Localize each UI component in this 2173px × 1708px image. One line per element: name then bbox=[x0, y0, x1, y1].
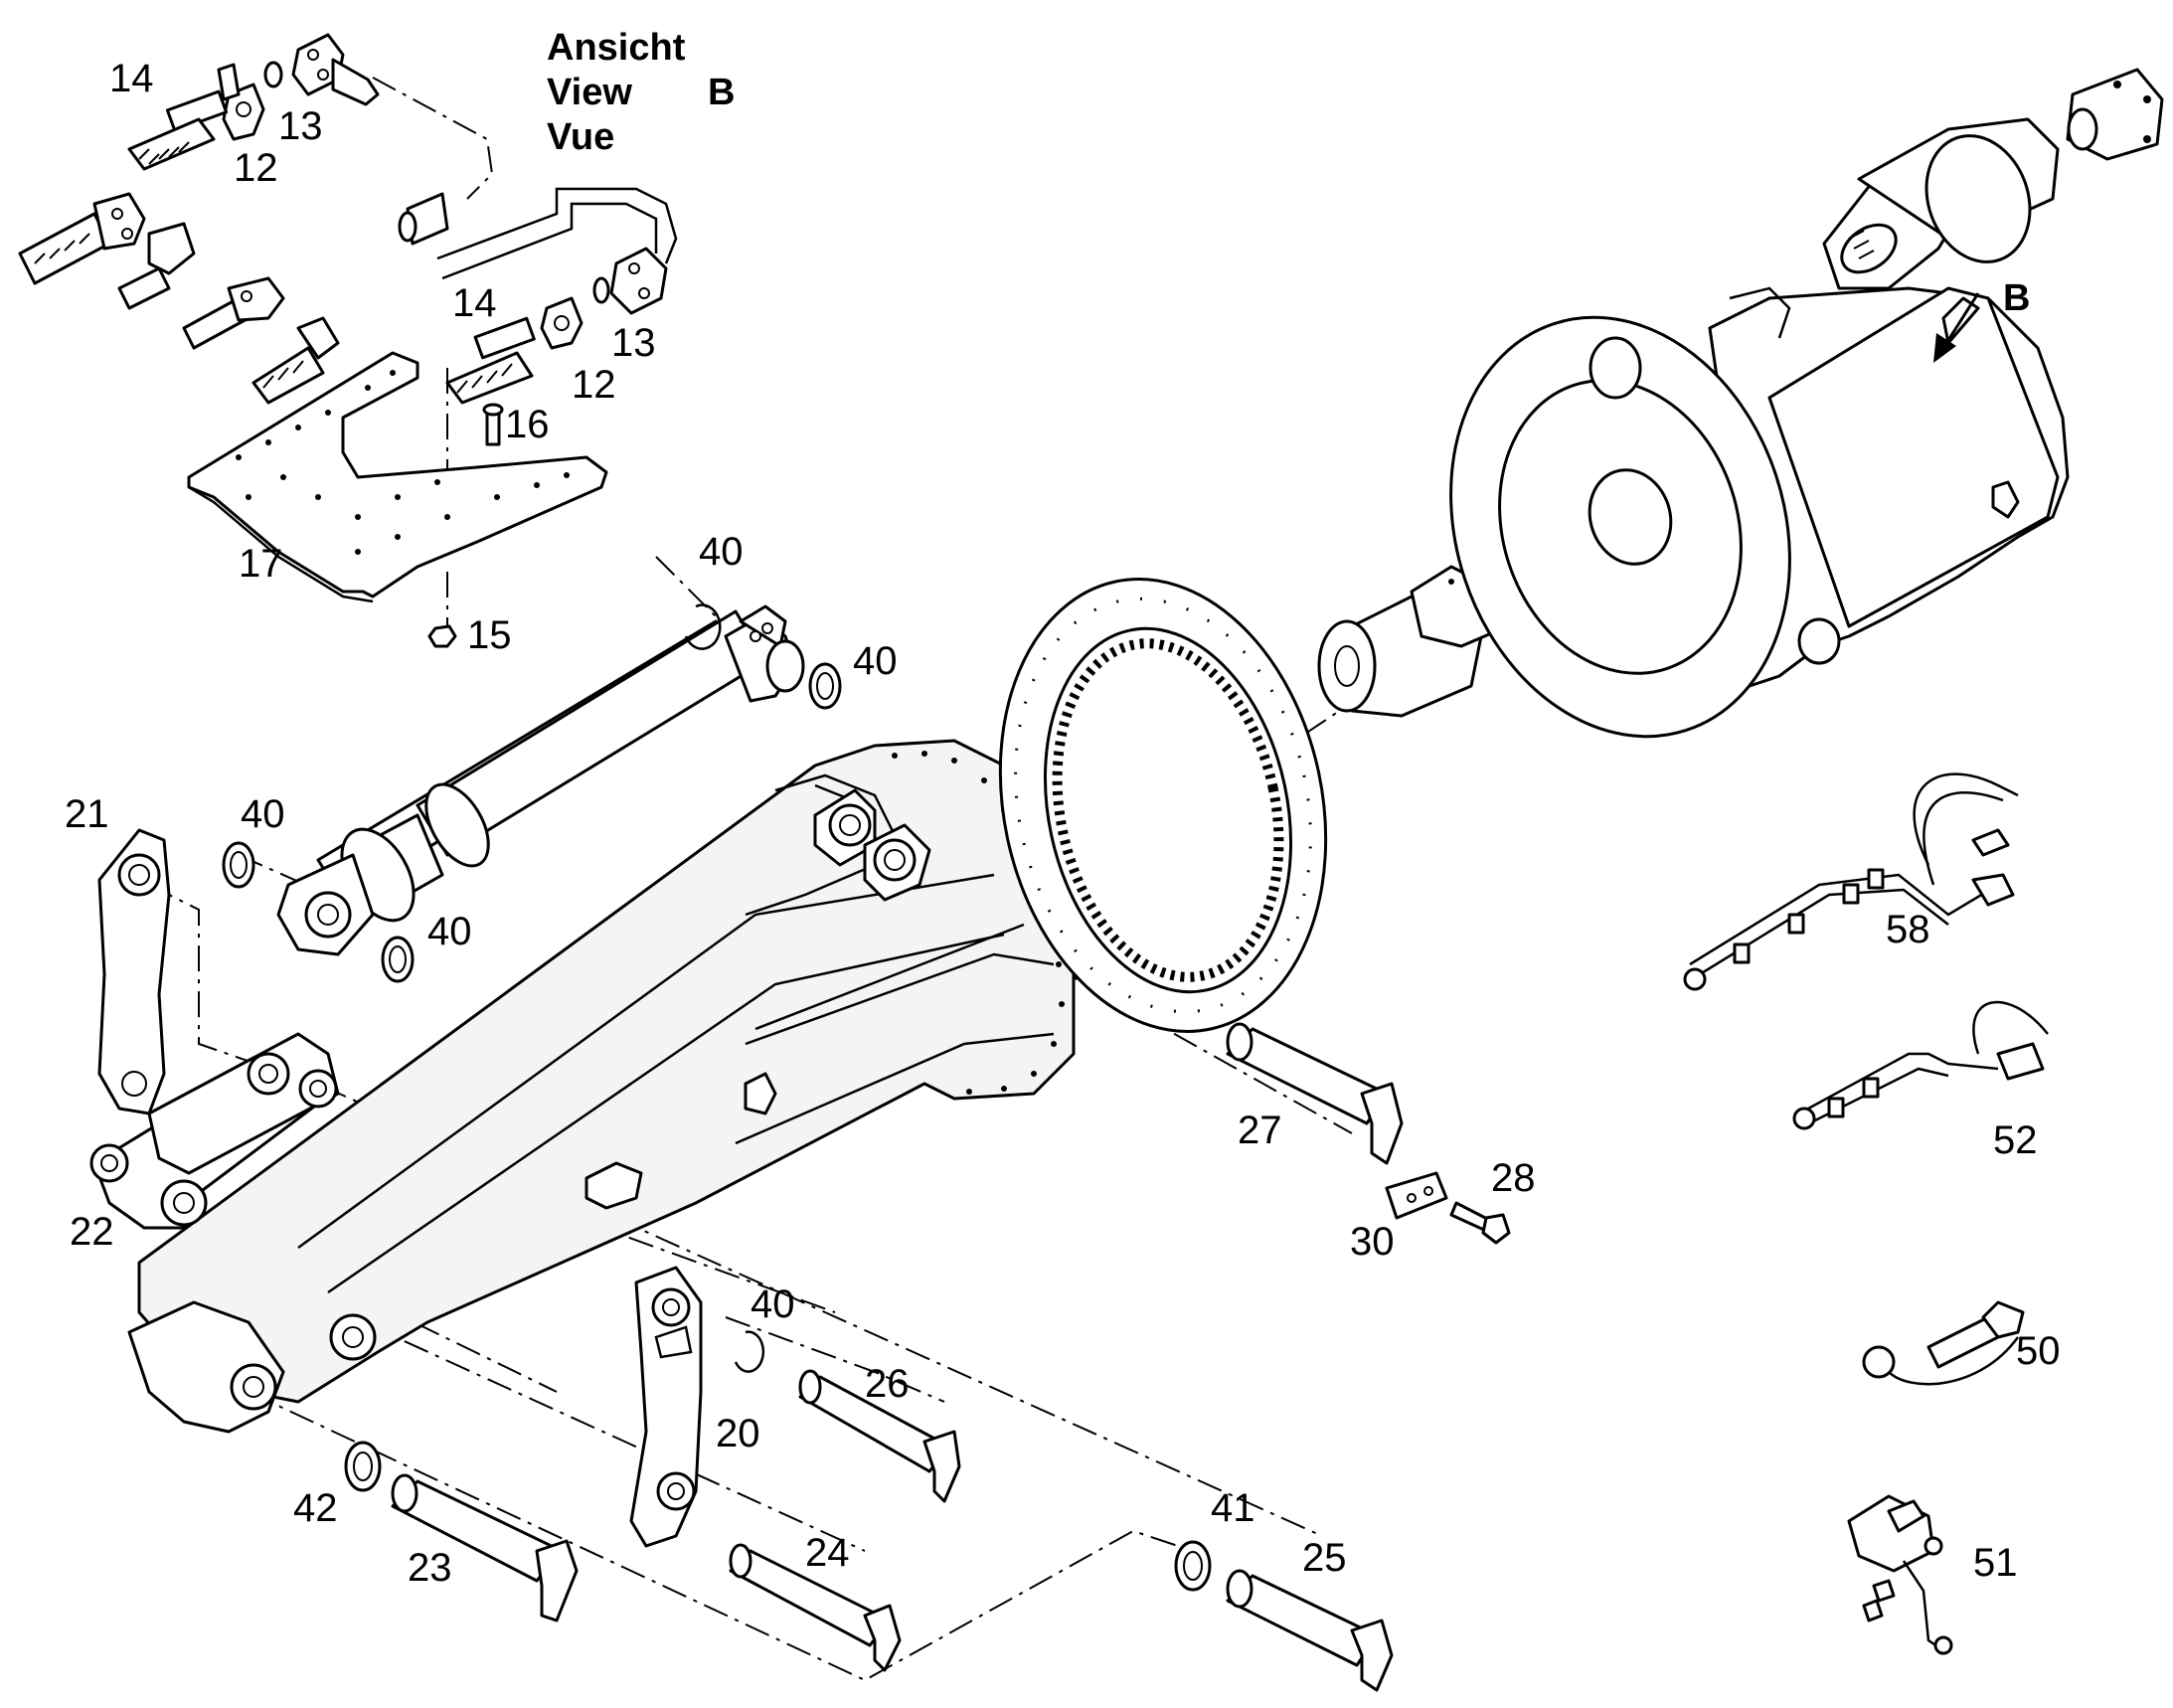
pins bbox=[391, 1022, 1511, 1692]
part-label-30: 30 bbox=[1350, 1220, 1395, 1264]
part-label-14a: 14 bbox=[109, 57, 154, 100]
circlip-40a bbox=[684, 603, 722, 650]
part-label-20: 20 bbox=[716, 1412, 760, 1455]
view-caption-line2: View bbox=[547, 72, 632, 113]
part-label-40d: 40 bbox=[427, 910, 472, 953]
part-label-52: 52 bbox=[1993, 1118, 2038, 1162]
part-label-58: 58 bbox=[1886, 908, 1930, 951]
view-caption-line1: Ansicht bbox=[547, 27, 686, 69]
part-label-40a: 40 bbox=[699, 530, 744, 574]
part-label-23: 23 bbox=[408, 1546, 452, 1590]
part-label-12b: 12 bbox=[572, 363, 616, 407]
housing bbox=[1449, 286, 2070, 739]
part-label-22: 22 bbox=[70, 1210, 114, 1254]
part-label-42: 42 bbox=[293, 1486, 338, 1530]
link-21 bbox=[97, 828, 171, 1115]
link-20 bbox=[629, 1266, 703, 1548]
view-caption-line3: Vue bbox=[547, 116, 614, 158]
harness-58 bbox=[1683, 772, 2019, 991]
link-22 bbox=[89, 1032, 340, 1230]
part-label-17: 17 bbox=[239, 542, 283, 586]
part-label-40c: 40 bbox=[241, 792, 285, 836]
part-label-25: 25 bbox=[1302, 1536, 1347, 1580]
part-number-callouts: 14 13 12 14 13 12 16 17 15 40 40 40 40 2… bbox=[65, 57, 2061, 1590]
part-label-16: 16 bbox=[505, 403, 550, 446]
part-label-21: 21 bbox=[65, 792, 109, 836]
harness-52 bbox=[1792, 1000, 2049, 1130]
part-label-41: 41 bbox=[1211, 1486, 1255, 1530]
connector-50 bbox=[1862, 1300, 2025, 1386]
part-label-12a: 12 bbox=[234, 146, 278, 190]
view-b-hose-fittings bbox=[18, 33, 678, 405]
slewing-ring bbox=[998, 578, 1328, 1033]
part-label-15: 15 bbox=[467, 613, 512, 657]
hydraulic-cylinder bbox=[276, 604, 805, 956]
mounting-plate-17 bbox=[187, 351, 608, 648]
view-arrow-label: B bbox=[2003, 277, 2030, 319]
switch-51 bbox=[1847, 1494, 1953, 1655]
gear-motor bbox=[1317, 565, 1498, 718]
seal-rings bbox=[222, 603, 1212, 1592]
part-label-51: 51 bbox=[1973, 1541, 2018, 1585]
part-label-40e: 40 bbox=[751, 1282, 795, 1326]
part-label-24: 24 bbox=[805, 1531, 850, 1575]
part-label-14b: 14 bbox=[452, 281, 497, 325]
view-b-arrow bbox=[1933, 292, 1980, 363]
view-caption-letter: B bbox=[708, 72, 735, 113]
main-boom-arm bbox=[127, 739, 1076, 1434]
part-label-28: 28 bbox=[1491, 1156, 1536, 1200]
part-label-27: 27 bbox=[1238, 1109, 1282, 1152]
part-label-50: 50 bbox=[2016, 1329, 2061, 1373]
part-label-13a: 13 bbox=[278, 104, 323, 148]
part-label-26: 26 bbox=[865, 1362, 910, 1406]
view-caption: Ansicht View Vue B B bbox=[547, 27, 2030, 319]
part-label-13b: 13 bbox=[611, 321, 656, 365]
part-label-40b: 40 bbox=[853, 639, 898, 683]
